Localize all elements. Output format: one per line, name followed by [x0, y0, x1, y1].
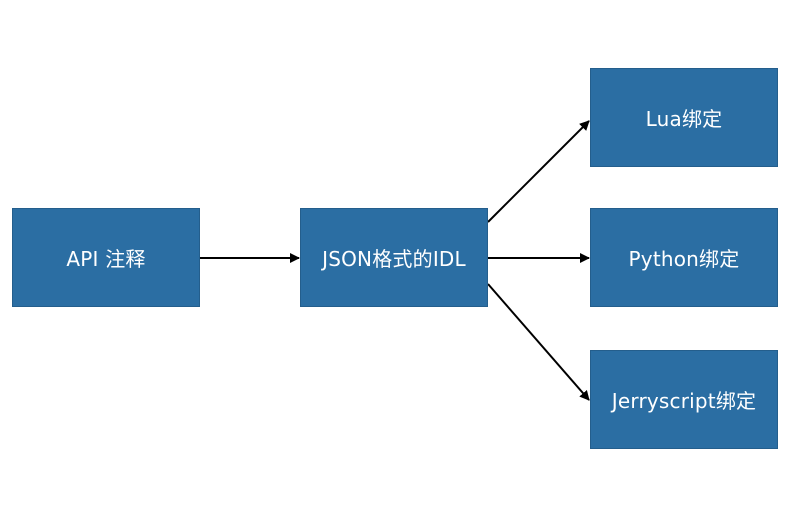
json-idl-node: JSON格式的IDL [300, 208, 488, 307]
lua-binding-label: Lua绑定 [645, 107, 723, 131]
jerryscript-binding-label: Jerryscript绑定 [611, 389, 757, 413]
json-idl-label: JSON格式的IDL [322, 247, 466, 271]
jerryscript-binding-node: Jerryscript绑定 [590, 350, 778, 449]
python-binding-node: Python绑定 [590, 208, 778, 307]
python-binding-label: Python绑定 [628, 247, 740, 271]
lua-binding-node: Lua绑定 [590, 68, 778, 167]
arrow-json-to-jerryscript [487, 283, 590, 401]
arrow-json-to-lua [487, 120, 590, 223]
api-annotation-node: API 注释 [12, 208, 200, 307]
api-annotation-label: API 注释 [66, 247, 146, 271]
